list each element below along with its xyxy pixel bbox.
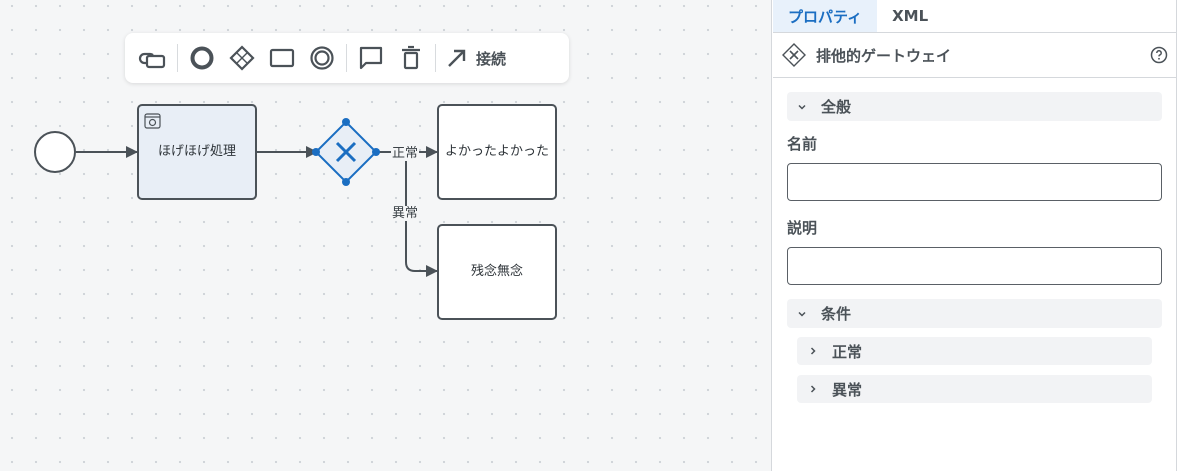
edge-gateway-to-failure[interactable] bbox=[405, 152, 438, 277]
gateway-button[interactable] bbox=[222, 40, 262, 76]
panel-body: 全般 名前 説明 条件 正常 異常 bbox=[773, 78, 1176, 403]
properties-panel: プロパティ XML 排他的ゲートウェイ 全般 名前 説明 bbox=[773, 0, 1177, 471]
panel-title: 排他的ゲートウェイ bbox=[816, 46, 952, 65]
group-button[interactable] bbox=[133, 40, 173, 76]
delete-button[interactable] bbox=[391, 40, 431, 76]
tab-properties[interactable]: プロパティ bbox=[773, 0, 878, 32]
element-toolbar: 接続 bbox=[125, 33, 569, 83]
task-button[interactable] bbox=[262, 40, 302, 76]
description-label: 説明 bbox=[787, 219, 818, 237]
chevron-down-icon bbox=[798, 311, 806, 317]
task-icon bbox=[269, 48, 295, 68]
connect-button[interactable]: 接続 bbox=[440, 40, 510, 76]
group-general-header[interactable]: 全般 bbox=[787, 92, 1162, 121]
start-event[interactable] bbox=[34, 131, 76, 173]
service-task-gear-icon bbox=[144, 113, 161, 129]
group-conditions-title: 条件 bbox=[821, 305, 852, 323]
gateway-icon bbox=[229, 45, 255, 71]
toolbar-separator bbox=[177, 44, 178, 72]
exclusive-gateway-icon bbox=[782, 43, 806, 67]
chevron-down-icon bbox=[798, 104, 806, 110]
arrow-up-right-icon bbox=[448, 49, 466, 67]
toolbar-separator bbox=[346, 44, 347, 72]
start-event-button[interactable] bbox=[182, 40, 222, 76]
chevron-right-icon bbox=[810, 385, 816, 393]
description-input[interactable] bbox=[787, 247, 1162, 285]
conditions-list: 正常 異常 bbox=[797, 337, 1152, 403]
panel-header: 排他的ゲートウェイ bbox=[773, 33, 1176, 78]
toolbar-separator bbox=[435, 44, 436, 72]
condition-label: 正常 bbox=[832, 342, 863, 361]
group-general-title: 全般 bbox=[821, 98, 852, 116]
exclusive-gateway[interactable] bbox=[312, 118, 380, 186]
annotation-button[interactable] bbox=[351, 40, 391, 76]
trash-icon bbox=[402, 45, 420, 70]
intermediate-event-button[interactable] bbox=[302, 40, 342, 76]
chevron-right-icon bbox=[810, 347, 816, 355]
diagram-canvas[interactable]: ほげほげ処理 よかったよかった 残念無念 正常 異常 bbox=[0, 0, 772, 471]
help-icon[interactable] bbox=[1150, 46, 1168, 64]
name-label: 名前 bbox=[787, 135, 818, 153]
comment-icon bbox=[359, 46, 383, 70]
panel-tabs: プロパティ XML bbox=[773, 0, 1176, 33]
condition-item-success[interactable]: 正常 bbox=[797, 337, 1152, 365]
diagram-svg bbox=[34, 104, 557, 320]
layers-icon bbox=[138, 52, 166, 69]
service-task[interactable] bbox=[137, 104, 257, 200]
start-event-icon bbox=[190, 46, 214, 70]
condition-label: 異常 bbox=[832, 380, 863, 399]
condition-item-failure[interactable]: 異常 bbox=[797, 375, 1152, 403]
group-conditions-header[interactable]: 条件 bbox=[787, 299, 1162, 328]
task-success[interactable] bbox=[437, 104, 557, 200]
edge-label-failure[interactable]: 異常 bbox=[391, 206, 420, 221]
name-input[interactable] bbox=[787, 163, 1162, 201]
tab-xml[interactable]: XML bbox=[892, 7, 929, 25]
connect-label: 接続 bbox=[476, 49, 507, 68]
intermediate-event-icon bbox=[310, 46, 334, 70]
edge-label-success[interactable]: 正常 bbox=[391, 146, 420, 161]
task-failure[interactable] bbox=[437, 224, 557, 320]
